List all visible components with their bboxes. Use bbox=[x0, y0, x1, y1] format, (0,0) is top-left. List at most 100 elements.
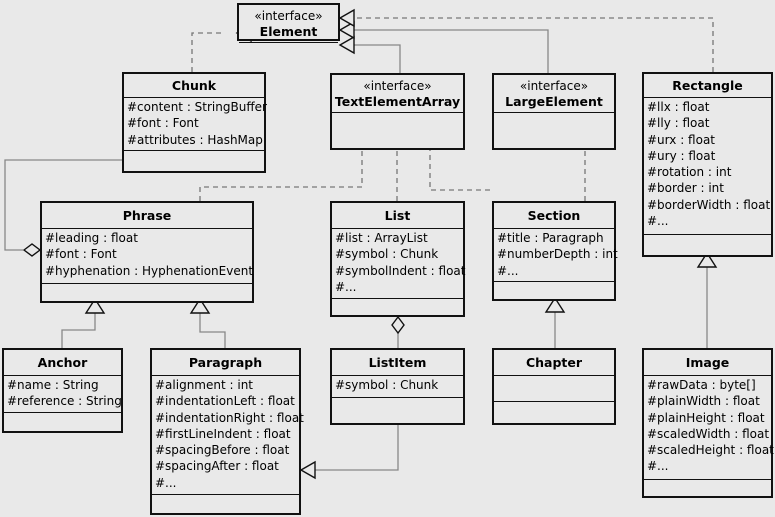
relation-line bbox=[429, 145, 490, 191]
class-phrase: Phrase #leading : float#font : Font#hyphe… bbox=[40, 201, 254, 303]
attribute-compartment: #leading : float#font : Font#hyphenation… bbox=[42, 229, 254, 284]
attribute: #scaledHeight : float bbox=[647, 443, 774, 458]
attribute-compartment: #alignment : int #indentationLeft : float… bbox=[152, 376, 304, 495]
class-large-element: «interface»LargeElement bbox=[492, 73, 616, 150]
attribute: #symbol : Chunk bbox=[335, 378, 439, 392]
class-header: Chapter bbox=[494, 350, 614, 376]
class-name: List bbox=[384, 208, 411, 223]
relation-line bbox=[199, 145, 363, 201]
class-paragraph: Paragraph #alignment : int #indentationLef… bbox=[150, 348, 304, 515]
attribute: #... bbox=[497, 263, 519, 278]
attribute: #content : StringBuffer bbox=[127, 100, 267, 114]
relation-line bbox=[61, 313, 96, 348]
generalization-arrow bbox=[544, 296, 566, 313]
attribute-compartment: #list : ArrayList #symbol : Chunk#symbolI… bbox=[332, 229, 466, 299]
class-element: «interface»Element bbox=[237, 3, 340, 43]
class-header: ListItem bbox=[332, 350, 463, 376]
relation-line bbox=[199, 313, 226, 348]
attribute: #urx : float bbox=[647, 132, 716, 147]
class-header: Rectangle bbox=[644, 74, 771, 98]
attribute: #numberDepth : int bbox=[497, 247, 618, 262]
relation-line bbox=[191, 32, 224, 72]
attribute: #plainHeight : float bbox=[647, 410, 765, 425]
class-header: «interface»LargeElement bbox=[494, 75, 614, 113]
attribute: #plainWidth : float bbox=[647, 394, 760, 409]
class-header: Section bbox=[494, 203, 614, 229]
class-header: List bbox=[332, 203, 463, 229]
aggregation-diamond bbox=[22, 243, 42, 257]
class-name: Phrase bbox=[122, 208, 172, 223]
attribute-compartment: #name : String #reference : String bbox=[4, 376, 122, 413]
class-rectangle: Rectangle #llx : float #lly : float#urx : … bbox=[642, 72, 773, 257]
attribute: #rawData : byte[] bbox=[647, 378, 756, 392]
attribute-compartment: #symbol : Chunk bbox=[332, 376, 463, 398]
attribute: #name : String bbox=[7, 378, 99, 392]
relation-line bbox=[353, 17, 714, 72]
attribute: #ury : float bbox=[647, 148, 716, 163]
class-name: Element bbox=[259, 23, 318, 39]
class-list: List #list : ArrayList #symbol : Chunk#sym… bbox=[330, 201, 465, 317]
attribute: #symbol : Chunk bbox=[335, 247, 439, 262]
class-header: Image bbox=[644, 350, 771, 376]
generalization-arrow bbox=[84, 297, 106, 314]
generalization-arrow bbox=[299, 460, 316, 480]
relation-line bbox=[353, 29, 549, 73]
attribute: #borderWidth : float bbox=[647, 197, 771, 212]
class-name: TextElementArray bbox=[334, 93, 461, 109]
attribute: #spacingBefore : float bbox=[155, 443, 290, 458]
class-name: ListItem bbox=[368, 355, 427, 370]
attribute-compartment bbox=[494, 376, 614, 402]
generalization-arrow bbox=[189, 297, 211, 314]
attribute: #... bbox=[335, 279, 357, 294]
attribute: #border : int bbox=[647, 181, 724, 196]
relation-line bbox=[353, 44, 401, 73]
generalization-arrow bbox=[338, 35, 355, 55]
class-chunk: Chunk #content : StringBuffer #font : Font… bbox=[122, 72, 267, 173]
attribute: #list : ArrayList bbox=[335, 231, 428, 245]
attribute-compartment: #llx : float #lly : float#urx : float#ury… bbox=[644, 98, 771, 235]
attribute: #reference : String bbox=[7, 394, 122, 409]
attribute: #symbolIndent : float bbox=[335, 263, 466, 278]
attribute: #firstLineIndent : float bbox=[155, 426, 291, 441]
attribute: #hyphenation : HyphenationEvent bbox=[45, 263, 254, 278]
class-header: Anchor bbox=[4, 350, 121, 376]
generalization-arrow bbox=[338, 8, 355, 28]
class-header: «interface»TextElementArray bbox=[332, 75, 463, 113]
class-anchor: Anchor #name : String #reference : String bbox=[2, 348, 123, 433]
stereotype-label: «interface» bbox=[519, 78, 589, 93]
attribute-compartment: #rawData : byte[] #plainWidth : float#pla… bbox=[644, 376, 774, 480]
attribute: #font : Font bbox=[127, 116, 199, 131]
attribute: #indentationLeft : float bbox=[155, 394, 295, 409]
class-chapter: Chapter bbox=[492, 348, 616, 425]
attribute: #alignment : int bbox=[155, 378, 253, 392]
attribute: #llx : float bbox=[647, 100, 710, 114]
attribute: #spacingAfter : float bbox=[155, 459, 279, 474]
aggregation-diamond bbox=[391, 315, 405, 335]
class-name: Section bbox=[527, 208, 581, 223]
class-name: Paragraph bbox=[188, 355, 263, 370]
generalization-arrow bbox=[696, 251, 718, 268]
relation-line bbox=[315, 425, 399, 471]
attribute: #lly : float bbox=[647, 116, 710, 131]
attribute: #leading : float bbox=[45, 231, 138, 245]
attribute: #indentationRight : float bbox=[155, 410, 304, 425]
class-header: Chunk bbox=[124, 74, 264, 98]
attribute: #scaledWidth : float bbox=[647, 426, 770, 441]
class-header: Phrase bbox=[42, 203, 252, 229]
stereotype-label: «interface» bbox=[254, 8, 323, 23]
attribute: #attributes : HashMap bbox=[127, 132, 263, 147]
attribute: #... bbox=[155, 475, 177, 490]
class-list-item: ListItem #symbol : Chunk bbox=[330, 348, 465, 425]
class-name: Rectangle bbox=[672, 78, 743, 93]
class-section: Section #title : Paragraph#numberDepth : … bbox=[492, 201, 618, 301]
class-image: Image #rawData : byte[] #plainWidth : floa… bbox=[642, 348, 774, 498]
attribute: #... bbox=[647, 459, 669, 474]
stereotype-label: «interface» bbox=[363, 78, 432, 93]
relation-line bbox=[4, 159, 122, 251]
attribute: #rotation : int bbox=[647, 165, 732, 180]
class-header: «interface»Element bbox=[239, 5, 338, 43]
attribute: #... bbox=[647, 214, 669, 229]
attribute-compartment: #title : Paragraph#numberDepth : int#... bbox=[494, 229, 618, 282]
attribute-compartment: #content : StringBuffer #font : Font#attr… bbox=[124, 98, 267, 151]
